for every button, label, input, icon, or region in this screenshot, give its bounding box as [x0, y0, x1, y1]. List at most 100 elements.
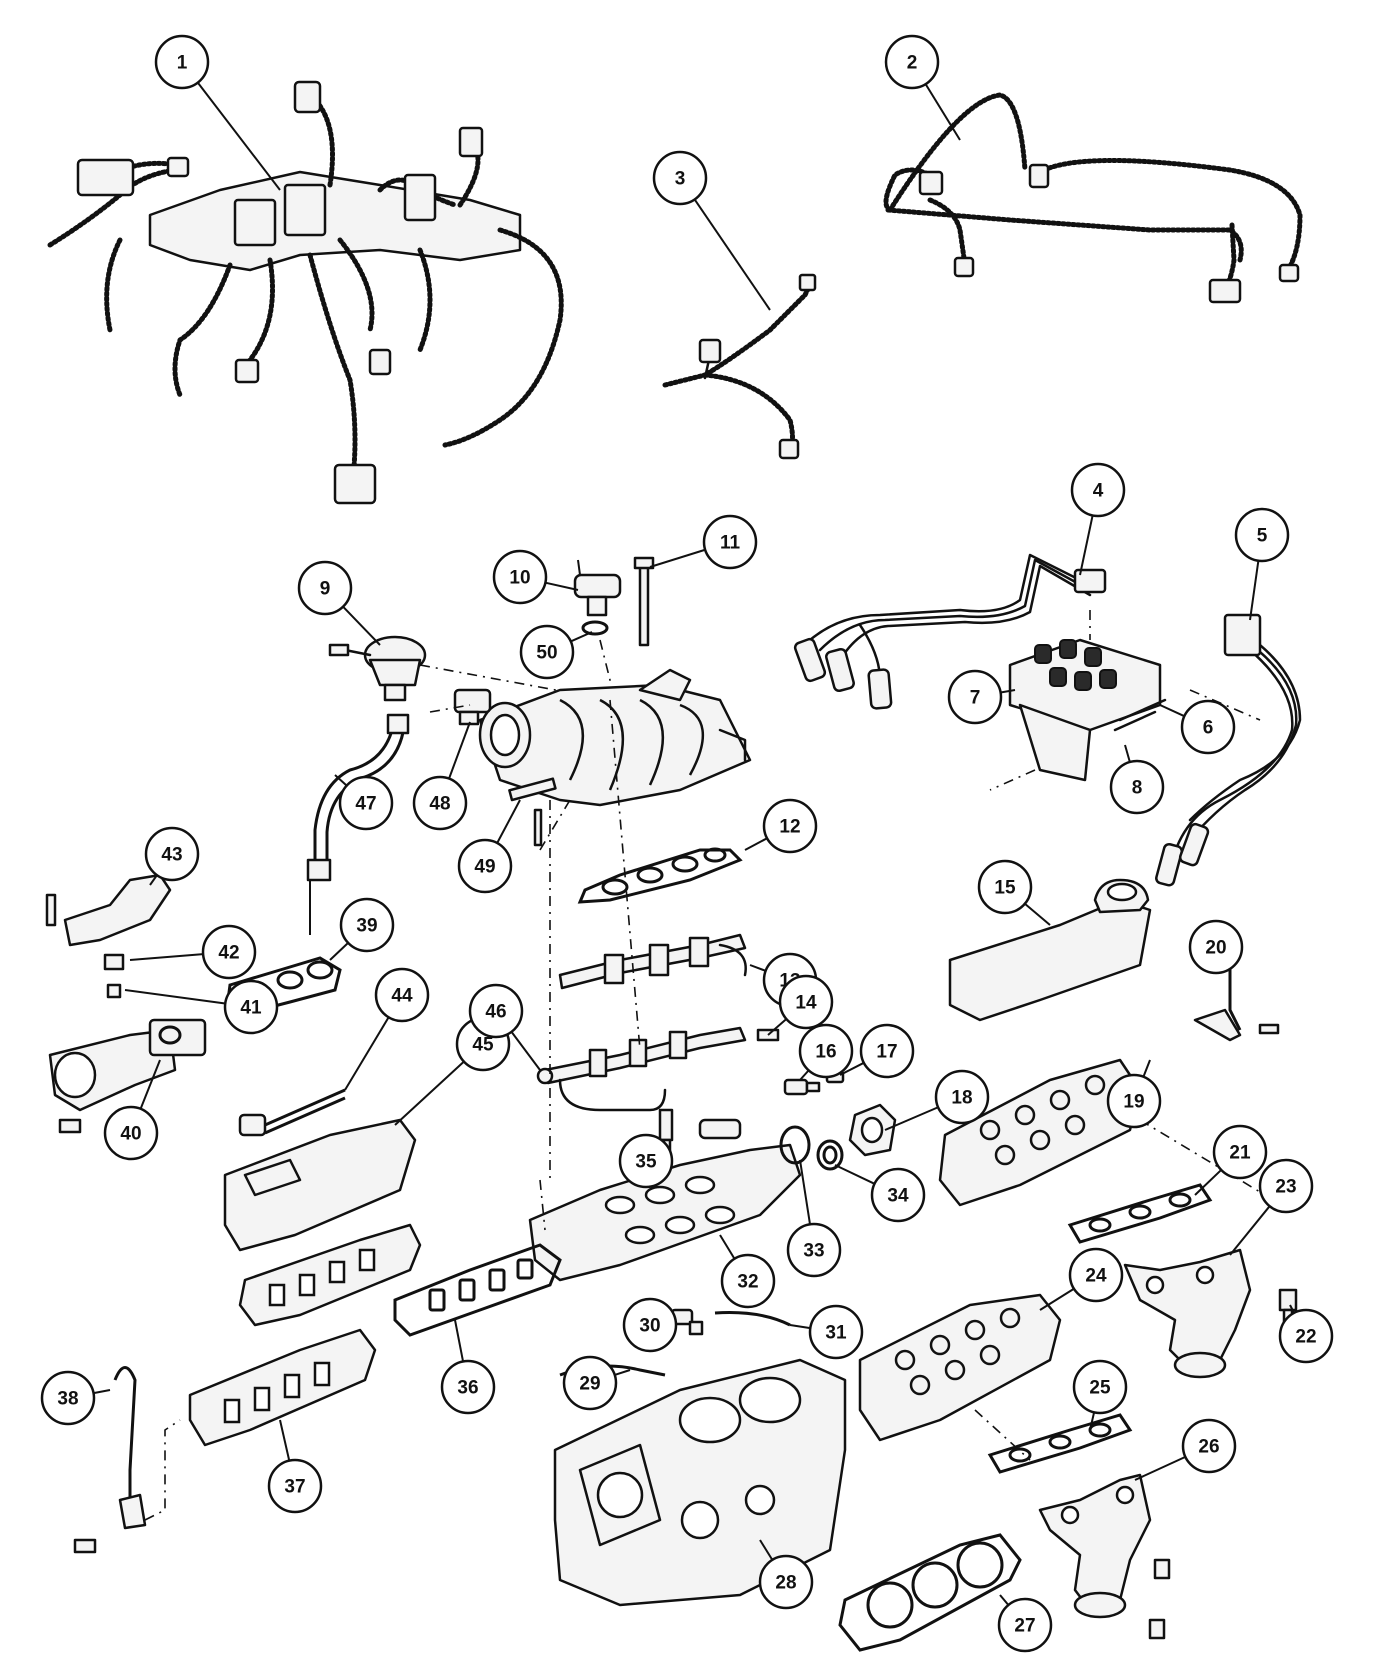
callout-circle [339, 897, 395, 953]
callout-circle [1188, 919, 1244, 975]
callout-leader-16 [799, 1069, 810, 1081]
callout-7: 7 [947, 669, 1003, 725]
callout-leader-48 [448, 721, 471, 779]
callout-circle [144, 826, 200, 882]
callout-circle [934, 1069, 990, 1125]
callout-leader-10 [545, 581, 579, 591]
callout-circle [758, 1554, 814, 1610]
callout-38: 38 [40, 1370, 96, 1426]
callout-leader-17 [839, 1061, 865, 1076]
callout-27: 27 [997, 1597, 1053, 1653]
callout-leader-38 [93, 1389, 111, 1395]
exhaust-manifold-front [48, 1018, 207, 1134]
oil-pressure-sender [670, 1308, 704, 1336]
callout-32: 32 [720, 1253, 776, 1309]
callout-19: 19 [1106, 1073, 1162, 1129]
callout-number: 14 [795, 993, 817, 1014]
callout-leaders [93, 82, 1295, 1606]
callout-number: 46 [485, 1002, 506, 1023]
callout-leader-34 [834, 1164, 875, 1185]
callout-number: 15 [994, 878, 1016, 899]
callout-leader-46 [510, 1031, 541, 1071]
callout-18: 18 [934, 1069, 990, 1125]
lower-intake-gasket [393, 1243, 562, 1337]
callout-21: 21 [1212, 1124, 1268, 1180]
callout-leader-22 [1289, 1304, 1295, 1314]
callout-39: 39 [339, 897, 395, 953]
callout-circle [1278, 1308, 1334, 1364]
thermostat-gasket [779, 1125, 811, 1165]
callout-37: 37 [267, 1458, 323, 1514]
callout-number: 37 [284, 1477, 305, 1498]
callout-number: 34 [887, 1186, 909, 1207]
cylinder-head-left [858, 1293, 1062, 1461]
callout-circle [1234, 507, 1290, 563]
callout-31: 31 [808, 1304, 864, 1360]
callout-number: 40 [120, 1124, 141, 1145]
callout-number: 27 [1014, 1616, 1035, 1637]
callout-9: 9 [297, 560, 353, 616]
valve-cover-right [948, 878, 1152, 1022]
callout-number: 10 [509, 568, 530, 589]
callout-number: 12 [779, 817, 800, 838]
callout-leader-45 [394, 1060, 465, 1126]
callout-leader-50 [570, 631, 593, 643]
callout-number: 32 [737, 1272, 758, 1293]
sensor-wiring-harness [662, 273, 817, 460]
callout-47: 47 [338, 775, 394, 831]
callout-leader-12 [744, 837, 768, 851]
callout-circle [223, 979, 279, 1035]
callout-number: 22 [1295, 1327, 1316, 1348]
callout-3: 3 [652, 150, 708, 206]
callout-leader-31 [789, 1324, 811, 1330]
callout-number: 2 [907, 53, 918, 74]
callout-leader-43 [149, 874, 158, 886]
callout-50: 50 [519, 624, 575, 680]
callout-number: 1 [177, 53, 188, 74]
callout-29: 29 [562, 1355, 618, 1411]
engine-block [553, 1358, 847, 1607]
callout-23: 23 [1258, 1158, 1314, 1214]
callout-43: 43 [144, 826, 200, 882]
callout-4: 4 [1070, 462, 1126, 518]
callout-33: 33 [786, 1222, 842, 1278]
callout-leader-11 [649, 548, 706, 568]
callout-circle [40, 1370, 96, 1426]
callout-circle [762, 798, 818, 854]
callout-30: 30 [622, 1297, 678, 1353]
callout-number: 44 [391, 986, 413, 1007]
callout-leader-49 [496, 799, 521, 844]
callout-number: 23 [1275, 1177, 1296, 1198]
upper-intake-manifold [478, 668, 752, 807]
intake-bolt [633, 556, 655, 647]
callout-circle [1109, 759, 1165, 815]
callout-leader-24 [1039, 1287, 1075, 1311]
callout-number: 19 [1123, 1092, 1144, 1113]
coolant-sensor [783, 1078, 821, 1096]
callout-number: 29 [579, 1374, 600, 1395]
callout-number: 9 [320, 579, 331, 600]
callout-26: 26 [1181, 1418, 1237, 1474]
callout-leader-26 [1134, 1455, 1186, 1481]
callout-circle [297, 560, 353, 616]
callout-leader-27 [999, 1594, 1010, 1606]
fuel-rail-lower [536, 1026, 780, 1112]
callout-circle [374, 967, 430, 1023]
callout-number: 24 [1085, 1266, 1107, 1287]
callout-leader-37 [279, 1419, 291, 1461]
exhaust-manifold-left [1038, 1473, 1171, 1640]
callout-leader-1 [197, 82, 281, 191]
callout-circle [519, 624, 575, 680]
callout-number: 38 [57, 1389, 78, 1410]
callout-circle [884, 34, 940, 90]
callout-number: 18 [951, 1088, 972, 1109]
spark-plug-wires-left [1155, 613, 1302, 887]
callout-number: 45 [472, 1035, 494, 1056]
callout-22: 22 [1278, 1308, 1334, 1364]
callout-circle [1106, 1073, 1162, 1129]
callout-number: 16 [815, 1042, 836, 1063]
callout-number: 8 [1132, 778, 1143, 799]
callout-number: 7 [970, 688, 981, 709]
callout-leader-28 [759, 1539, 774, 1561]
idle-air-control [429, 688, 492, 726]
